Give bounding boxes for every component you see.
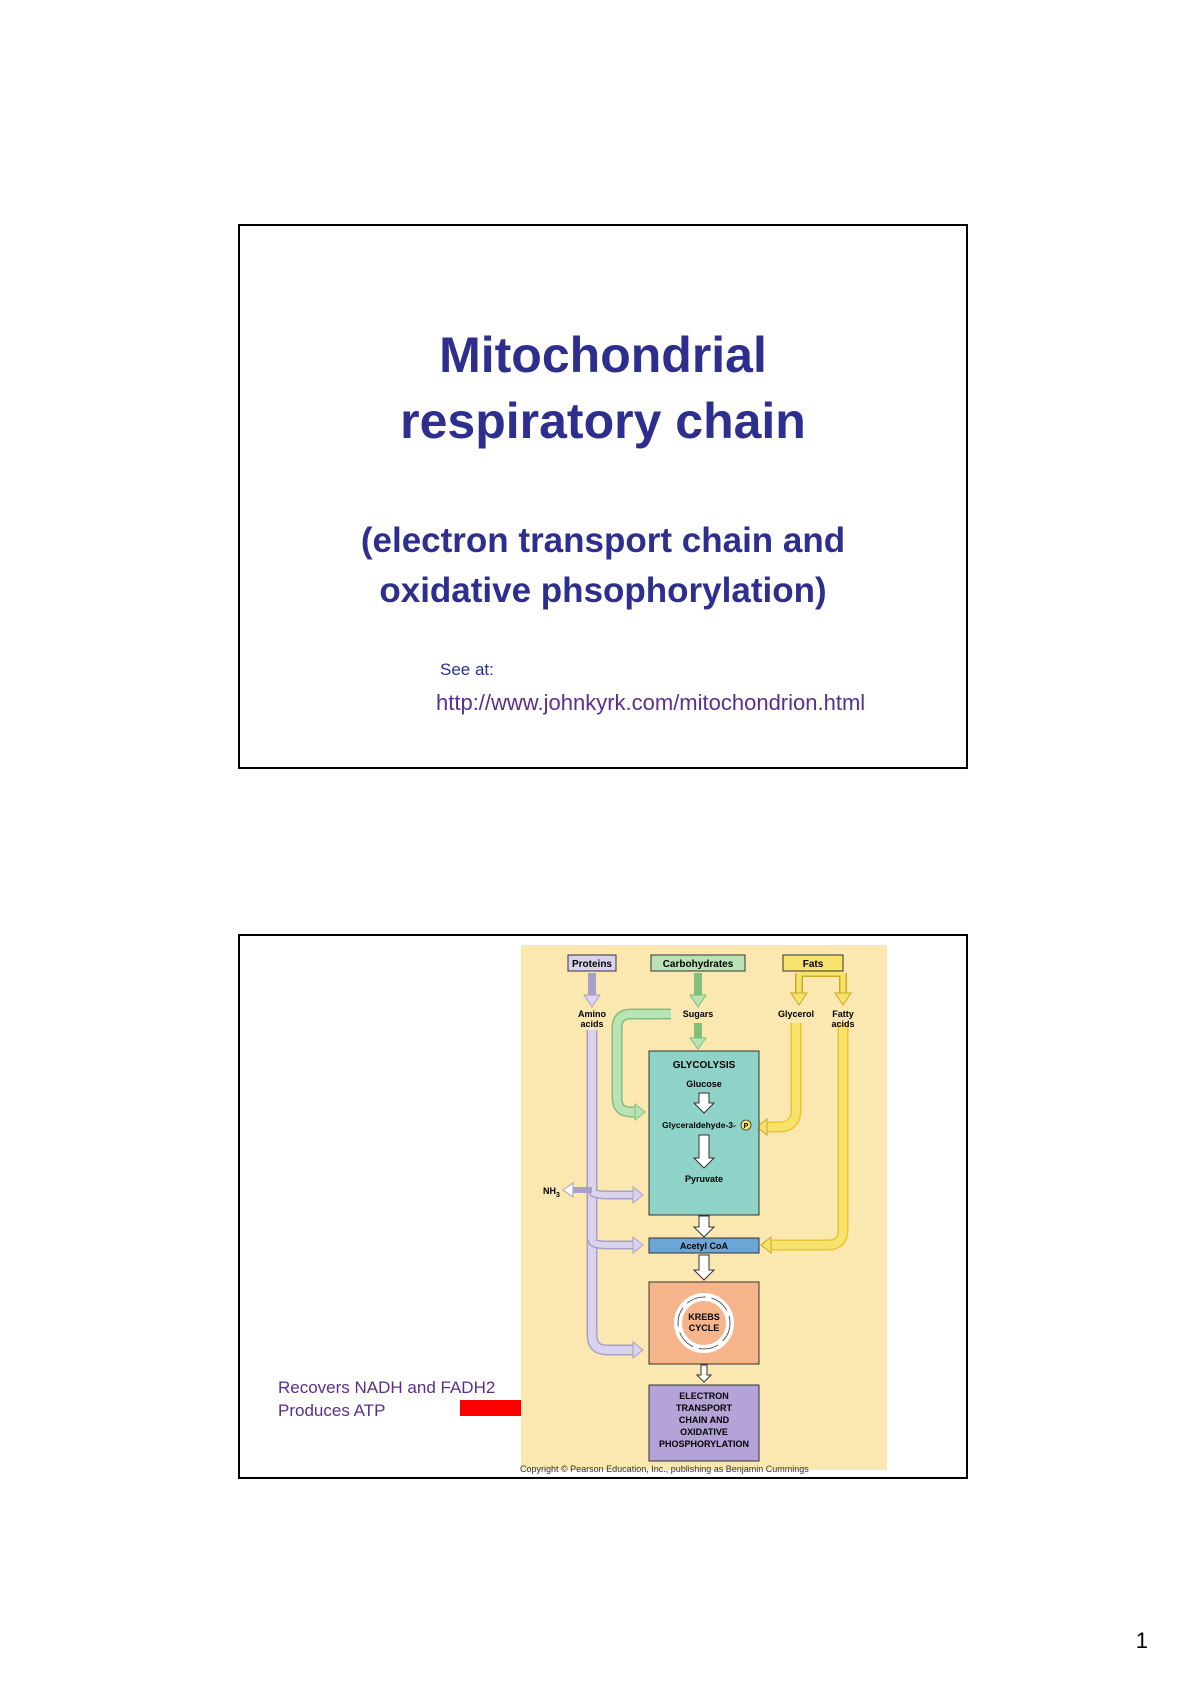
fatty-acids-label-2: acids xyxy=(831,1019,854,1029)
amino-acid-arrow-fill xyxy=(588,1030,633,1354)
slide-note: Recovers NADH and FADH2 Produces ATP xyxy=(278,1376,495,1422)
metabolism-diagram: Proteins Carbohydrates Fats Amino acids … xyxy=(521,945,887,1470)
fats-split xyxy=(795,969,847,995)
nh3-subscript: 3 xyxy=(556,1192,560,1199)
note-line-1: Recovers NADH and FADH2 xyxy=(278,1378,496,1397)
fats-label: Fats xyxy=(803,959,824,970)
fats-split-fill xyxy=(796,970,846,995)
acetyl-coa-label: Acetyl CoA xyxy=(680,1241,729,1251)
krebs-label-2: CYCLE xyxy=(689,1323,720,1333)
etc-label-2: TRANSPORT xyxy=(676,1403,733,1413)
reference-link[interactable]: http://www.johnkyrk.com/mitochondrion.ht… xyxy=(436,690,866,715)
sugar-down-arrow xyxy=(689,1037,707,1050)
fats-box xyxy=(782,954,844,972)
fatty-acid-arrowhead xyxy=(760,1235,772,1255)
glycolysis-box xyxy=(648,1050,760,1216)
sugar-loop-arrow-fill xyxy=(613,1010,671,1116)
nh3-label: NH3 xyxy=(543,1186,560,1199)
glycerol-label: Glycerol xyxy=(778,1009,814,1019)
etc-label-5: PHOSPHORYLATION xyxy=(659,1439,749,1449)
glucose-down-arrow xyxy=(692,1092,716,1114)
pyruvate-down-arrow xyxy=(692,1215,716,1238)
amino-acids-label-2: acids xyxy=(580,1019,603,1029)
copyright-notice: Copyright © Pearson Education, Inc., pub… xyxy=(520,1464,809,1474)
fatty-acid-arrow-fill xyxy=(769,1023,847,1249)
nh3-arrowhead xyxy=(562,1182,574,1198)
krebs-cycle-outline xyxy=(677,1296,731,1350)
etc-label-4: OXIDATIVE xyxy=(680,1427,728,1437)
krebs-down-arrow xyxy=(695,1364,713,1383)
subtitle-line-1: (electron transport chain and xyxy=(360,521,846,560)
carbohydrates-box xyxy=(650,954,746,972)
slide-title: Mitochondrial respiratory chain (electro… xyxy=(238,224,968,769)
slide-diagram: Recovers NADH and FADH2 Produces ATP xyxy=(238,934,968,1479)
title-line-2: respiratory chain xyxy=(400,393,806,449)
pyruvate-arrowhead xyxy=(632,1185,644,1205)
proteins-label: Proteins xyxy=(572,959,612,970)
note-line-2: Produces ATP xyxy=(278,1401,386,1420)
etc-label-3: CHAIN AND xyxy=(679,1415,730,1425)
fatty-acid-arrow xyxy=(769,1023,849,1251)
glycerol-arrow-fill xyxy=(764,1023,800,1131)
amino-acids-label-1: Amino xyxy=(578,1009,607,1019)
phosphate-icon xyxy=(740,1119,752,1131)
sugar-loop-arrowhead xyxy=(634,1102,646,1122)
nh3-text: NH xyxy=(543,1186,556,1196)
metabolism-diagram-svg: Proteins Carbohydrates Fats Amino acids … xyxy=(543,954,855,1462)
acetyl-arrowhead xyxy=(632,1235,644,1255)
etc-box xyxy=(648,1384,760,1462)
amino-to-pyruvate-fill xyxy=(589,1189,633,1198)
proteins-box xyxy=(567,954,617,972)
page-number: 1 xyxy=(1135,1628,1148,1653)
slide-subtitle: (electron transport chain and oxidative … xyxy=(240,516,966,616)
amino-to-acetyl-fill xyxy=(589,1239,633,1248)
acetyl-down-arrow xyxy=(692,1254,716,1281)
fatty-down-arrow xyxy=(834,992,852,1006)
glucose-label: Glucose xyxy=(686,1079,722,1089)
fatty-acids-label-1: Fatty xyxy=(832,1009,854,1019)
title-line-1: Mitochondrial xyxy=(439,327,767,383)
krebs-label-1: KREBS xyxy=(688,1312,720,1322)
g3p-down-arrow xyxy=(692,1134,716,1169)
krebs-arrowhead xyxy=(632,1340,644,1360)
carbohydrates-label: Carbohydrates xyxy=(663,959,734,970)
glycerol-down-arrow xyxy=(790,992,808,1006)
etc-label-1: ELECTRON xyxy=(679,1391,729,1401)
protein-down-arrow xyxy=(583,994,601,1008)
carb-down-arrow xyxy=(689,994,707,1008)
subtitle-line-2: oxidative phsophorylation) xyxy=(379,571,827,610)
phosphate-label: P xyxy=(744,1123,749,1130)
glycerol-arrow xyxy=(764,1023,802,1133)
slide-title-heading: Mitochondrial respiratory chain xyxy=(240,322,966,454)
pyruvate-label: Pyruvate xyxy=(685,1174,723,1184)
see-at-label: See at: xyxy=(440,660,494,679)
acetyl-coa-box xyxy=(648,1237,760,1254)
glycerol-arrowhead xyxy=(756,1117,768,1137)
g3p-label: Glyceraldehyde-3- xyxy=(662,1120,736,1130)
sugars-label: Sugars xyxy=(683,1009,714,1019)
glycolysis-label: GLYCOLYSIS xyxy=(673,1060,736,1071)
